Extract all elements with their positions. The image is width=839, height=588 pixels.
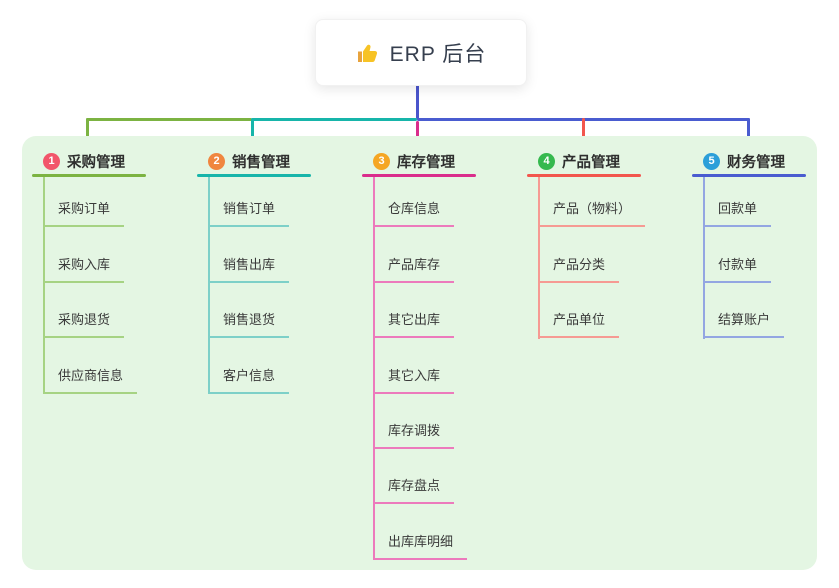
branch-children: 仓库信息 产品库存 其它出库 其它入库 库存调拨 库存盘点 出库库明细 [362, 172, 468, 560]
branch-underline [692, 174, 806, 177]
child-node[interactable]: 产品单位 [538, 283, 620, 339]
branch-number-badge: 3 [373, 152, 390, 170]
child-node[interactable]: 其它出库 [373, 283, 455, 339]
bus-segment-1 [86, 118, 252, 121]
child-node[interactable]: 销售出库 [208, 227, 290, 283]
branch-number-badge: 1 [43, 152, 60, 170]
branch-drop-1 [86, 118, 89, 149]
bus-segment-2 [252, 118, 417, 121]
branch-title-label: 采购管理 [67, 154, 125, 171]
branch-title-inventory[interactable]: 3 库存管理 [362, 149, 455, 173]
child-node[interactable]: 结算账户 [703, 283, 785, 339]
child-node[interactable]: 库存盘点 [373, 449, 455, 505]
branch-trunk-line [43, 177, 45, 394]
thumbs-up-icon [356, 41, 380, 65]
branch-trunk-line [538, 177, 540, 339]
branch-underline [527, 174, 641, 177]
branch-trunk-line [208, 177, 210, 394]
branch-children: 采购订单 采购入库 采购退货 供应商信息 [32, 172, 138, 394]
branch-children: 回款单 付款单 结算账户 [692, 172, 785, 339]
branch-title-sales[interactable]: 2 销售管理 [197, 149, 290, 173]
branch-title-label: 财务管理 [727, 154, 785, 171]
branch-children: 销售订单 销售出库 销售退货 客户信息 [197, 172, 290, 394]
child-node[interactable]: 产品分类 [538, 227, 620, 283]
child-node[interactable]: 客户信息 [208, 338, 290, 394]
branch-underline [197, 174, 311, 177]
branch-underline [32, 174, 146, 177]
branch-title-label: 库存管理 [397, 154, 455, 171]
branch-drop-5 [747, 118, 750, 149]
child-node[interactable]: 其它入库 [373, 338, 455, 394]
child-node[interactable]: 仓库信息 [373, 172, 455, 228]
child-node[interactable]: 产品库存 [373, 227, 455, 283]
branch-title-finance[interactable]: 5 财务管理 [692, 149, 785, 173]
child-node[interactable]: 采购订单 [43, 172, 125, 228]
branch-title-purchase[interactable]: 1 采购管理 [32, 149, 125, 173]
branch-trunk-line [373, 177, 375, 560]
root-stem [416, 84, 419, 119]
branch-drop-3 [416, 121, 419, 149]
branch-title-label: 产品管理 [562, 154, 620, 171]
child-node[interactable]: 采购退货 [43, 283, 125, 339]
branch-number-badge: 5 [703, 152, 720, 170]
child-node[interactable]: 产品（物料） [538, 172, 646, 228]
child-node[interactable]: 付款单 [703, 227, 772, 283]
child-node[interactable]: 采购入库 [43, 227, 125, 283]
branch-trunk-line [703, 177, 705, 339]
branch-number-badge: 2 [208, 152, 225, 170]
root-title: ERP 后台 [389, 42, 487, 66]
branch-children: 产品（物料） 产品分类 产品单位 [527, 172, 646, 339]
child-node[interactable]: 销售订单 [208, 172, 290, 228]
root-node[interactable]: ERP 后台 [315, 19, 527, 86]
branch-underline [362, 174, 476, 177]
branch-drop-4 [582, 118, 585, 149]
child-node[interactable]: 库存调拨 [373, 394, 455, 449]
child-node[interactable]: 销售退货 [208, 283, 290, 339]
branch-number-badge: 4 [538, 152, 555, 170]
branch-drop-2 [251, 118, 254, 149]
child-node[interactable]: 供应商信息 [43, 338, 138, 394]
branches-panel [22, 136, 817, 570]
child-node[interactable]: 回款单 [703, 172, 772, 228]
branch-title-product[interactable]: 4 产品管理 [527, 149, 620, 173]
branch-title-label: 销售管理 [232, 154, 290, 171]
child-node[interactable]: 出库库明细 [373, 504, 468, 560]
